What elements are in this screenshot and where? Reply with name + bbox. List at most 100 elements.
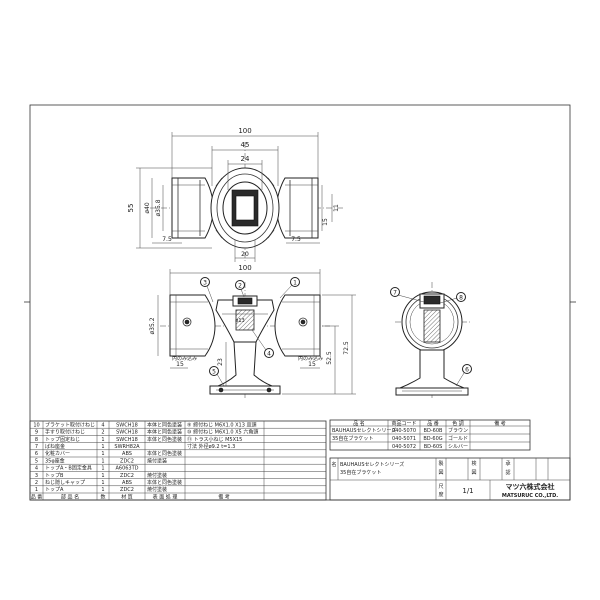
svg-text:手すり取付けねじ: 手すり取付けねじ — [45, 429, 85, 436]
title-field-6: 認 — [505, 469, 510, 476]
model-table-product-name: BAUHAUSセレクトシリーズ — [332, 427, 396, 434]
title-company-en: MATSURUC CO.,LTD. — [502, 493, 558, 499]
title-scale: 1/1 — [462, 487, 473, 495]
front-dim-depth-right: 15 — [308, 361, 316, 368]
svg-text:4: 4 — [35, 466, 38, 472]
top-dim-right-15: 15 — [322, 218, 329, 226]
svg-text:焼付塗装: 焼付塗装 — [147, 457, 167, 464]
svg-text:ばね座金: ばね座金 — [45, 443, 65, 450]
title-field-1: 製 — [438, 460, 443, 467]
title-block: 名 BAUHAUSセレクトシリーズ 35自在ブラケット 製 図 検 図 承 認 … — [329, 457, 571, 501]
svg-text:6: 6 — [35, 451, 38, 457]
model-table: 品 名 商品コード 品 番 色 調 備 考 BAUHAUSセレクトシリーズ 35… — [329, 419, 531, 451]
side-view: 6 7 8 — [390, 282, 472, 400]
svg-text:9: 9 — [35, 430, 38, 436]
top-dim-right-offset: 7.5 — [291, 236, 301, 243]
top-dim-center: 24 — [241, 155, 250, 163]
parts-row-4: 4 トップA・B固定金具 1 A6063TD — [35, 465, 139, 472]
parts-row-7: 7 ばね座金 1 SWRH82A 寸法 外径ø9.2 t=1.3 — [35, 443, 235, 450]
parts-row-10: 10 ブラケット取付けねじ 4 SWCH18 本体と同色塗装 ⑨ 締付ねじ M6… — [33, 421, 256, 428]
parts-table-header: 品 番 部 品 名 数 材 質 表 面 処 理 備 考 — [31, 493, 230, 500]
balloon-5: 5 — [209, 366, 225, 387]
svg-text:⑪ トラス小ねじ M5X15: ⑪ トラス小ねじ M5X15 — [187, 436, 242, 443]
title-scale-label: 尺 — [438, 484, 443, 490]
front-dim-depth-left: 15 — [176, 361, 184, 368]
side-view-base — [395, 387, 469, 396]
svg-text:BD-60B: BD-60B — [424, 428, 443, 434]
front-label-right: 内のみ込み — [298, 355, 323, 362]
svg-text:⑨ 締付ねじ M6X1.0 X13 皿頭: ⑨ 締付ねじ M6X1.0 X13 皿頭 — [187, 421, 257, 428]
parts-row-9: 9 手すり取付けねじ 2 SWCH18 本体と同色塗装 ⑩ 締付ねじ M6X1.… — [35, 429, 258, 436]
svg-text:本体と同色塗装: 本体と同色塗装 — [147, 436, 182, 443]
svg-text:1: 1 — [101, 487, 104, 493]
title-field-4: 図 — [471, 470, 476, 476]
svg-text:8: 8 — [35, 437, 38, 443]
svg-text:SWRH82A: SWRH82A — [114, 444, 140, 450]
svg-text:表 面 処 理: 表 面 処 理 — [153, 493, 178, 500]
title-name-label: 名 — [331, 461, 336, 468]
balloon-4: 4 — [251, 329, 274, 358]
parts-row-6: 6 化粧カバー 1 ABS 本体と同色塗装 — [35, 450, 182, 457]
svg-text:1: 1 — [101, 444, 104, 450]
parts-row-3: 3 トップB 1 ZDC2 焼付塗装 — [35, 472, 167, 479]
svg-text:本体と同色塗装: 本体と同色塗装 — [147, 429, 182, 436]
svg-text:4: 4 — [101, 422, 104, 428]
svg-text:トップ固定ねじ: トップ固定ねじ — [45, 436, 80, 443]
model-row-silver: 040-5072 BD-60S シルバー — [392, 444, 468, 450]
svg-text:焼付塗装: 焼付塗装 — [147, 486, 167, 493]
svg-text:SWCH18: SWCH18 — [116, 430, 138, 436]
svg-text:⑩ 締付ねじ M6X1.0 X5 六角頭: ⑩ 締付ねじ M6X1.0 X5 六角頭 — [187, 429, 258, 436]
parts-row-8: 8 トップ固定ねじ 1 SWCH18 本体と同色塗装 ⑪ トラス小ねじ M5X1… — [35, 436, 242, 443]
model-table-header: 品 名 商品コード 品 番 色 調 備 考 — [353, 420, 506, 427]
svg-text:5: 5 — [212, 369, 216, 376]
side-view-stem — [399, 349, 465, 389]
svg-text:ZDC2: ZDC2 — [120, 473, 134, 479]
svg-text:1: 1 — [101, 466, 104, 472]
balloon-6: 6 — [455, 364, 472, 387]
title-field-5: 承 — [505, 460, 510, 467]
svg-text:8: 8 — [459, 295, 463, 302]
top-dim-inner: 45 — [241, 141, 250, 149]
svg-text:040-5070: 040-5070 — [392, 428, 416, 434]
svg-text:数: 数 — [100, 493, 105, 500]
top-dim-left-offset: 7.5 — [162, 236, 172, 243]
front-dim-hole: ø13 — [235, 318, 244, 324]
front-dim-base-height: 23 — [217, 358, 224, 366]
svg-text:ゴールド: ゴールド — [448, 435, 468, 442]
front-dim-72: 72.5 — [343, 341, 350, 355]
balloon-1: 1 — [279, 277, 300, 299]
svg-text:7: 7 — [393, 290, 397, 297]
svg-text:040-5072: 040-5072 — [392, 444, 416, 450]
title-product-sub: 35自在ブラケット — [340, 469, 381, 476]
svg-text:1: 1 — [101, 451, 104, 457]
title-field-3: 検 — [471, 460, 476, 467]
front-view-right-cup — [274, 294, 321, 357]
svg-text:2: 2 — [101, 430, 104, 436]
balloon-3: 3 — [200, 277, 214, 303]
svg-text:ZDC2: ZDC2 — [120, 487, 134, 493]
svg-text:備 考: 備 考 — [218, 493, 230, 500]
title-field-2: 図 — [438, 470, 443, 476]
svg-text:1: 1 — [101, 458, 104, 464]
svg-text:040-5071: 040-5071 — [392, 436, 416, 442]
front-dim-52: 52.5 — [326, 351, 333, 365]
svg-text:2: 2 — [35, 480, 38, 486]
svg-text:2: 2 — [238, 283, 242, 290]
top-dim-right-11: 11 — [333, 204, 340, 212]
svg-text:品 名: 品 名 — [353, 420, 365, 427]
svg-text:品 番: 品 番 — [427, 420, 439, 427]
svg-text:35φ座金: 35φ座金 — [45, 457, 65, 464]
svg-text:部 品 名: 部 品 名 — [61, 493, 79, 500]
svg-text:トップA・B固定金具: トップA・B固定金具 — [45, 465, 92, 472]
svg-text:5: 5 — [35, 458, 38, 464]
parts-row-5: 5 35φ座金 1 ZDC2 焼付塗装 — [35, 457, 167, 464]
model-row-gold: 040-5071 BD-60G ゴールド — [392, 435, 468, 442]
top-dim-overall: 100 — [238, 127, 251, 135]
svg-text:1: 1 — [35, 487, 38, 493]
top-dim-height: 55 — [127, 204, 135, 213]
front-dim-left-dia: ø35.2 — [149, 317, 156, 334]
svg-text:A6063TD: A6063TD — [115, 466, 138, 472]
svg-text:トップB: トップB — [45, 473, 64, 479]
svg-text:本体と同色塗装: 本体と同色塗装 — [147, 450, 182, 457]
svg-text:10: 10 — [33, 422, 39, 428]
